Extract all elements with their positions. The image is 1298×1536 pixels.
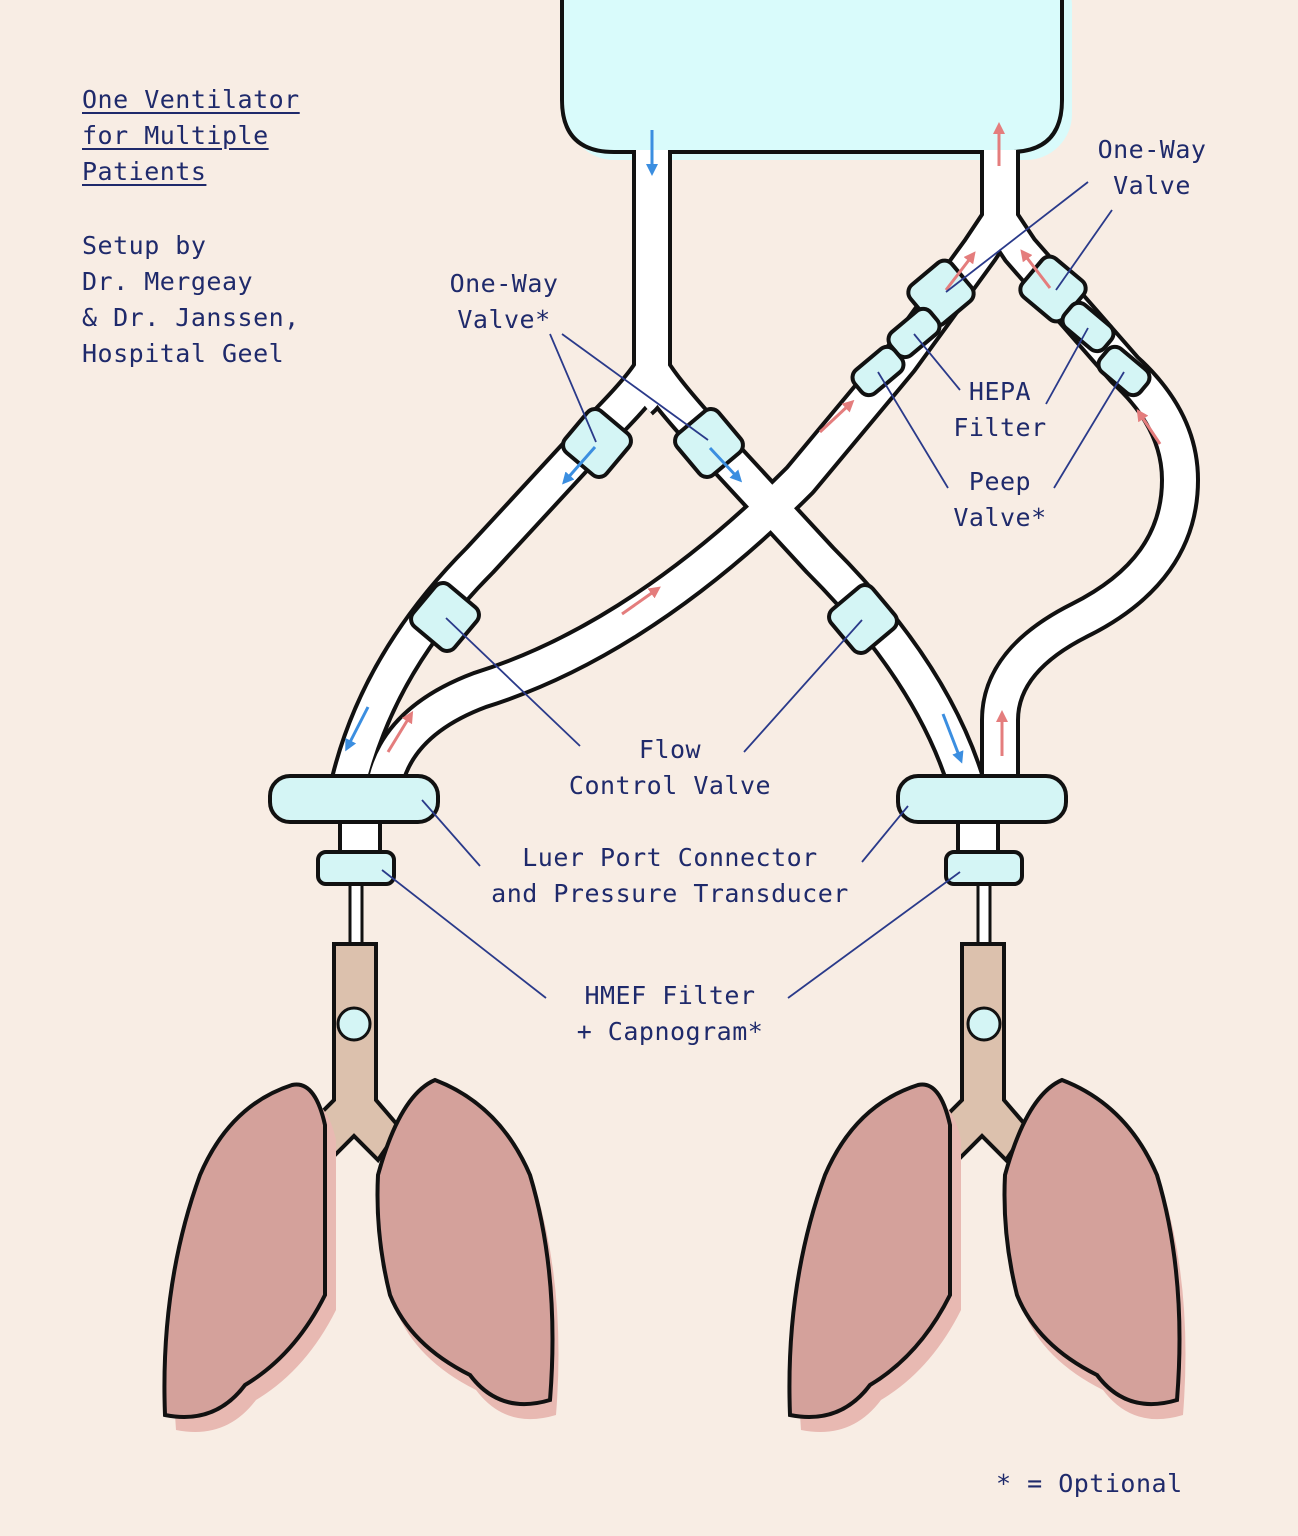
label-line: Valve* bbox=[953, 503, 1047, 532]
label-luer-port-connector: Luer Port Connector and Pressure Transdu… bbox=[440, 840, 900, 912]
label-line: One-Way bbox=[1097, 135, 1207, 164]
inspiratory-arrows bbox=[345, 130, 964, 764]
label-line: Luer Port Connector bbox=[522, 843, 818, 872]
right-lung-right-lobe bbox=[1002, 1077, 1182, 1407]
peep-valve-right bbox=[1096, 344, 1152, 398]
label-line: Valve* bbox=[457, 305, 551, 334]
flow-control-valve-right bbox=[827, 583, 899, 655]
label-line: Filter bbox=[953, 413, 1047, 442]
left-patient-lungs bbox=[162, 942, 559, 1432]
label-line: HMEF Filter bbox=[584, 981, 756, 1010]
diagram-title: One Ventilator for Multiple Patients bbox=[82, 82, 300, 190]
optional-footnote: * = Optional bbox=[996, 1469, 1183, 1498]
right-patient-lungs bbox=[787, 942, 1186, 1432]
tubes bbox=[330, 150, 1200, 787]
luer-port-right bbox=[896, 774, 1068, 824]
leader-lines bbox=[381, 181, 1125, 999]
label-line: Valve bbox=[1113, 171, 1191, 200]
label-one-way-valve-expiratory: One-Way Valve bbox=[1072, 132, 1232, 204]
left-lung-left-lobe bbox=[162, 1082, 328, 1419]
right-lung-left-lobe bbox=[787, 1082, 953, 1419]
label-line: Control Valve bbox=[568, 771, 772, 800]
credit-line-1: Setup by bbox=[82, 231, 207, 260]
label-line: HEPA bbox=[968, 377, 1032, 406]
left-lung-right-lobe bbox=[375, 1077, 555, 1407]
components bbox=[268, 254, 1152, 886]
title-line-3: Patients bbox=[82, 157, 207, 186]
peep-valve-left bbox=[850, 344, 906, 398]
hepa-filter-right bbox=[1060, 300, 1116, 354]
title-line-1: One Ventilator bbox=[82, 85, 300, 114]
label-line: + Capnogram* bbox=[576, 1017, 764, 1046]
label-hepa-filter: HEPA Filter bbox=[930, 374, 1070, 446]
credit-text: Setup by Dr. Mergeay & Dr. Janssen, Hosp… bbox=[82, 228, 300, 372]
label-peep-valve: Peep Valve* bbox=[930, 464, 1070, 536]
label-flow-control-valve: Flow Control Valve bbox=[530, 732, 810, 804]
credit-line-3: & Dr. Janssen, bbox=[82, 303, 300, 332]
luer-port-left bbox=[268, 774, 440, 824]
ventilator-body bbox=[560, 0, 1064, 154]
label-line: One-Way bbox=[449, 269, 559, 298]
hmef-filter-left bbox=[316, 850, 396, 886]
label-line: Peep bbox=[968, 467, 1032, 496]
ventilator bbox=[560, 0, 1072, 160]
hmef-filter-right bbox=[944, 850, 1024, 886]
title-line-2: for Multiple bbox=[82, 121, 269, 150]
label-line: and Pressure Transducer bbox=[491, 879, 849, 908]
label-one-way-valve-inspiratory: One-Way Valve* bbox=[424, 266, 584, 338]
credit-line-4: Hospital Geel bbox=[82, 339, 285, 368]
credit-line-2: Dr. Mergeay bbox=[82, 267, 254, 296]
label-line: Flow bbox=[638, 735, 702, 764]
expiratory-arrows bbox=[386, 122, 1162, 756]
label-hmef-filter: HMEF Filter + Capnogram* bbox=[530, 978, 810, 1050]
